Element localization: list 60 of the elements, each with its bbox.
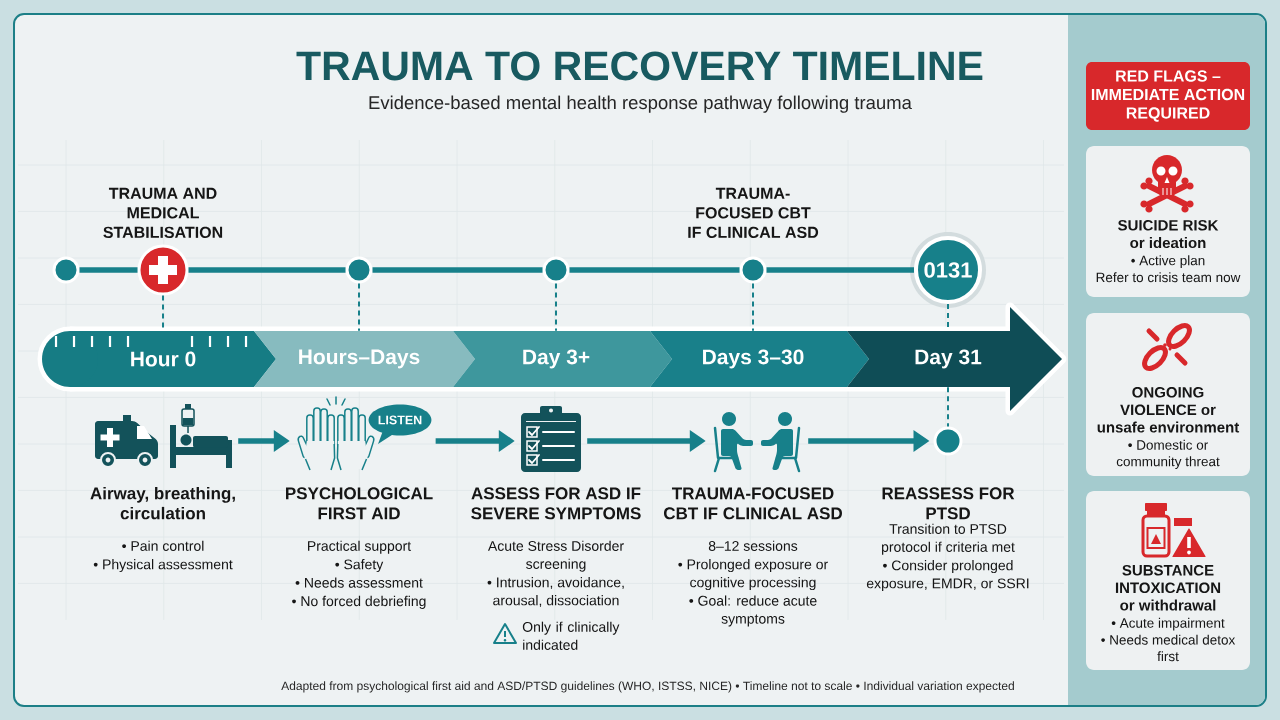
card-heading: ONGOING VIOLENCE or unsafe environment [1097,386,1240,433]
dashed-connector [947,386,949,428]
raised-hands-icon [297,396,375,471]
step-text: • Intrusion, avoidance, arousal, dissociation [487,577,624,607]
milestone-label: TRAUMA AND MEDICAL STABILISATION [103,187,223,238]
step-heading: PSYCHOLOGICAL FIRST AID [286,487,433,520]
timeline-segment: Hour 0 [37,326,276,392]
title: TRAUMA TO RECOVERY TIMELINE [296,51,983,81]
timeline-segment: Days 3–30 [650,326,869,392]
timeline-segment: Day 3+ [453,326,672,392]
step-text: • Pain control [122,540,204,551]
dashed-connector [752,282,754,332]
footnote: Adapted from psychological first aid and ASD/PTSD guidelines (WHO, ISTSS, NICE) • Timeline not to scale • Individual variation expected [281,681,1014,693]
step-text: 8–12 sessions [708,540,798,551]
timeline-line [569,267,740,273]
timeline-dot [542,256,570,284]
step-heading: ASSESS FOR ASD IF SEVERE SYMPTOMS [471,487,641,520]
clipboard-icon [521,406,581,472]
card-text: Refer to crisis team now [1096,272,1241,283]
card-text: • Active plan [1131,255,1205,268]
risk-card [1086,313,1250,476]
timeline-dot [933,426,963,456]
subtitle: Evidence-based mental health response pathway following trauma [369,95,912,113]
step-text: • Safety [335,559,384,573]
ambulance-and-hospital-bed-drawing [95,404,232,468]
speech-bubble: LISTEN [368,404,432,444]
card-text: • Needs medical detox first [1101,634,1236,662]
timeline-dot [739,256,767,284]
step-heading: Airway, breathing, circulation [90,486,235,520]
risk-card [1086,491,1250,670]
step-text: • Needs assessment [295,577,423,588]
risk-card [1086,146,1250,297]
dashed-connector [555,282,557,332]
timeline-dot [52,256,80,284]
timeline-line [372,267,543,273]
timeline-segment: Day 31 [847,302,1067,416]
card-text: • Acute impairment [1111,617,1225,631]
note-text: Only if clinically indicated [522,621,620,650]
timeline-line [188,267,346,273]
dashed-connector [358,282,360,332]
step-text: • No forced debriefing [292,595,426,609]
step-text: Acute Stress Disorder screening [487,540,624,572]
step-heading: REASSESS FOR PTSD [882,487,1015,520]
timeline-line [79,267,138,273]
milestone-label: TRAUMA-FOCUSED CBT IF CLINICAL ASD [688,187,819,238]
step-text: Practical support [308,540,411,554]
step-heading: TRAUMA-FOCUSED CBT IF CLINICAL ASD [664,487,842,520]
alert-banner: RED FLAGS – IMMEDIATE ACTION REQUIRED [1086,62,1250,130]
step-text: • Physical assessment [93,559,233,573]
timeline-dot [345,256,373,284]
timeline-line [766,267,914,273]
seated-people-icon [713,412,801,473]
step-text: • Prolonged exposure or cognitive processing [678,559,828,591]
step-text: Transition to PTSD protocol if criteria met [882,523,1015,555]
step-text: • Consider prolonged exposure, EMDR, or SSRI [866,560,1029,592]
card-heading: SUBSTANCE INTOXICATION or withdrawal [1115,564,1221,611]
first-aid-marker [137,244,189,296]
step-text: • Goal: reduce acute symptoms [689,595,817,627]
card-text: • Domestic or community threat [1116,439,1220,469]
card-heading: SUICIDE RISK or ideation [1118,219,1219,249]
